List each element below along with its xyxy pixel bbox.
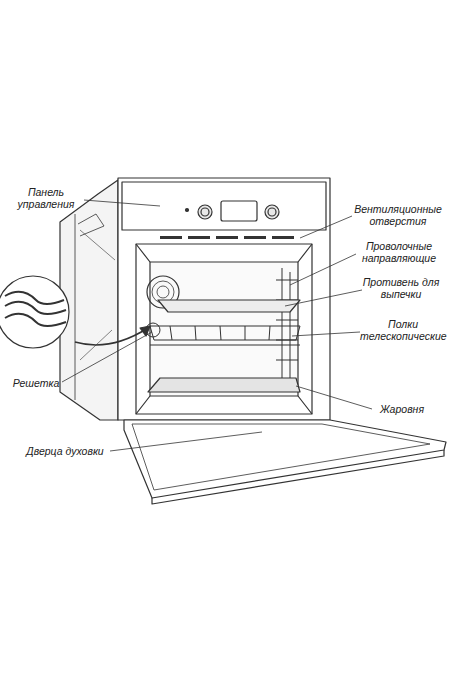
oven-side	[60, 180, 118, 420]
tray-label: Противень для выпечки	[358, 276, 444, 300]
detail-circle	[0, 276, 69, 348]
door-edge	[152, 450, 444, 504]
indicator	[186, 209, 189, 212]
knob	[198, 205, 212, 219]
vents	[160, 236, 294, 239]
baking-tray	[158, 300, 300, 312]
guide-label: Проволочные направляющие	[352, 240, 446, 264]
vent-label: Вентиляционные отверстия	[350, 203, 446, 227]
door-label: Дверца духовки	[20, 445, 110, 457]
control-panel	[122, 182, 326, 230]
cavity-outer	[136, 244, 312, 414]
grid-shelf	[150, 326, 300, 345]
oven-door	[124, 420, 446, 498]
side-hatch	[80, 230, 115, 360]
knob-inner	[201, 208, 209, 216]
shelf-label: Полки телескопические	[360, 318, 446, 342]
panel-label: Панель управления	[10, 186, 82, 210]
display	[221, 201, 257, 221]
cavity-back	[150, 262, 298, 396]
grid-label: Решетка	[10, 377, 62, 389]
side-edge	[75, 214, 76, 400]
cavity-edges	[136, 244, 312, 414]
side-bracket	[78, 214, 104, 236]
knob-inner	[268, 208, 276, 216]
detail-arrow	[75, 328, 148, 345]
leader-lines	[62, 200, 372, 451]
roasting-pan	[148, 378, 300, 392]
detail-arrowhead	[140, 326, 150, 336]
wire-guides	[276, 268, 298, 390]
pan-label: Жаровня	[372, 403, 432, 415]
knob	[265, 205, 279, 219]
detail-wires	[5, 292, 66, 326]
detail-spot	[146, 323, 160, 337]
oven-front	[118, 178, 330, 420]
fan	[157, 286, 169, 298]
door-glass	[132, 424, 430, 490]
